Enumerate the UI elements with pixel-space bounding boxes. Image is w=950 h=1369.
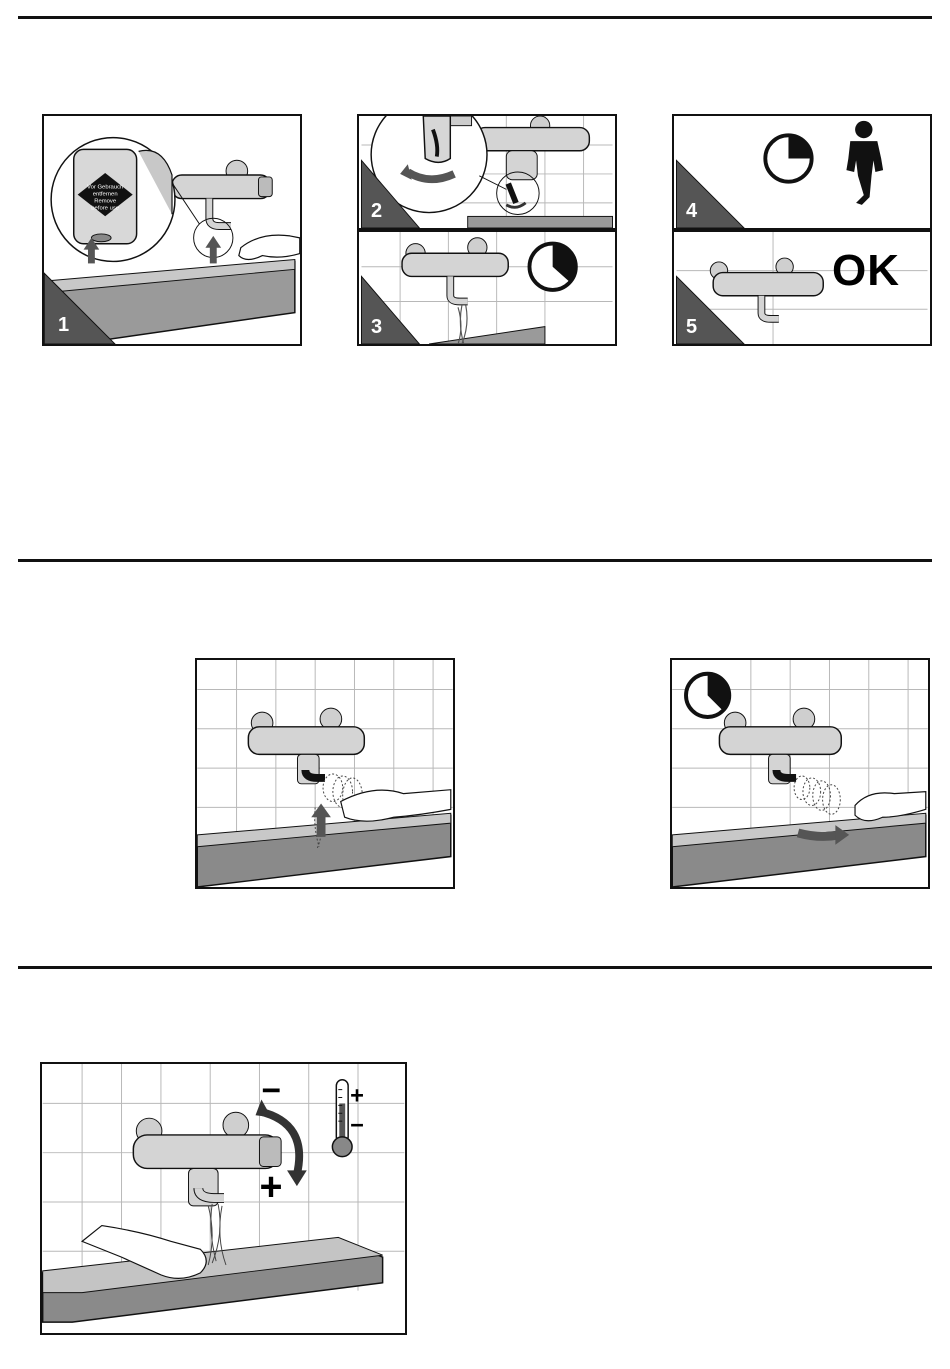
illustration-temperature-control: − + + − [42,1064,405,1333]
figure-step-3: 3 [357,230,617,346]
thermometer-plus-sign: + [350,1083,364,1109]
illustration-wait [674,116,930,228]
increase-temp-sign: + [259,1165,282,1209]
step-number-4: 4 [686,200,697,223]
step-number-3: 3 [371,316,382,339]
figure-sensor-activate [195,658,455,889]
sticker-line-4: before use [91,205,119,211]
section-divider-top [18,16,932,19]
sticker-line-2: entfernen [93,192,118,198]
figure-step-2: 2 [357,114,617,230]
illustration-open-valve [359,116,615,228]
illustration-hand-under-spout [197,660,453,887]
section-divider-middle [18,559,932,562]
sticker-line-3: Remove [94,198,116,204]
figure-temperature-adjust: − + + − [40,1062,407,1335]
decrease-temp-sign: − [261,1072,281,1109]
figure-step-4: 4 [672,114,932,230]
step-number-5: 5 [686,316,697,339]
illustration-water-flow-timer [359,232,615,344]
step-number-2: 2 [371,200,382,223]
sticker-line-1: Vor Gebrauch [87,185,123,191]
figure-sensor-timeout [670,658,930,889]
section-divider-bottom [18,966,932,969]
figure-step-1: Vor Gebrauch entfernen Remove before use… [42,114,302,346]
figure-step-5: OK 5 [672,230,932,346]
step-number-1: 1 [58,314,69,337]
thermometer-minus-sign: − [350,1113,364,1139]
illustration-filter-removal: Vor Gebrauch entfernen Remove before use [44,116,300,344]
illustration-hand-removed [672,660,928,887]
ok-label: OK [832,246,900,296]
